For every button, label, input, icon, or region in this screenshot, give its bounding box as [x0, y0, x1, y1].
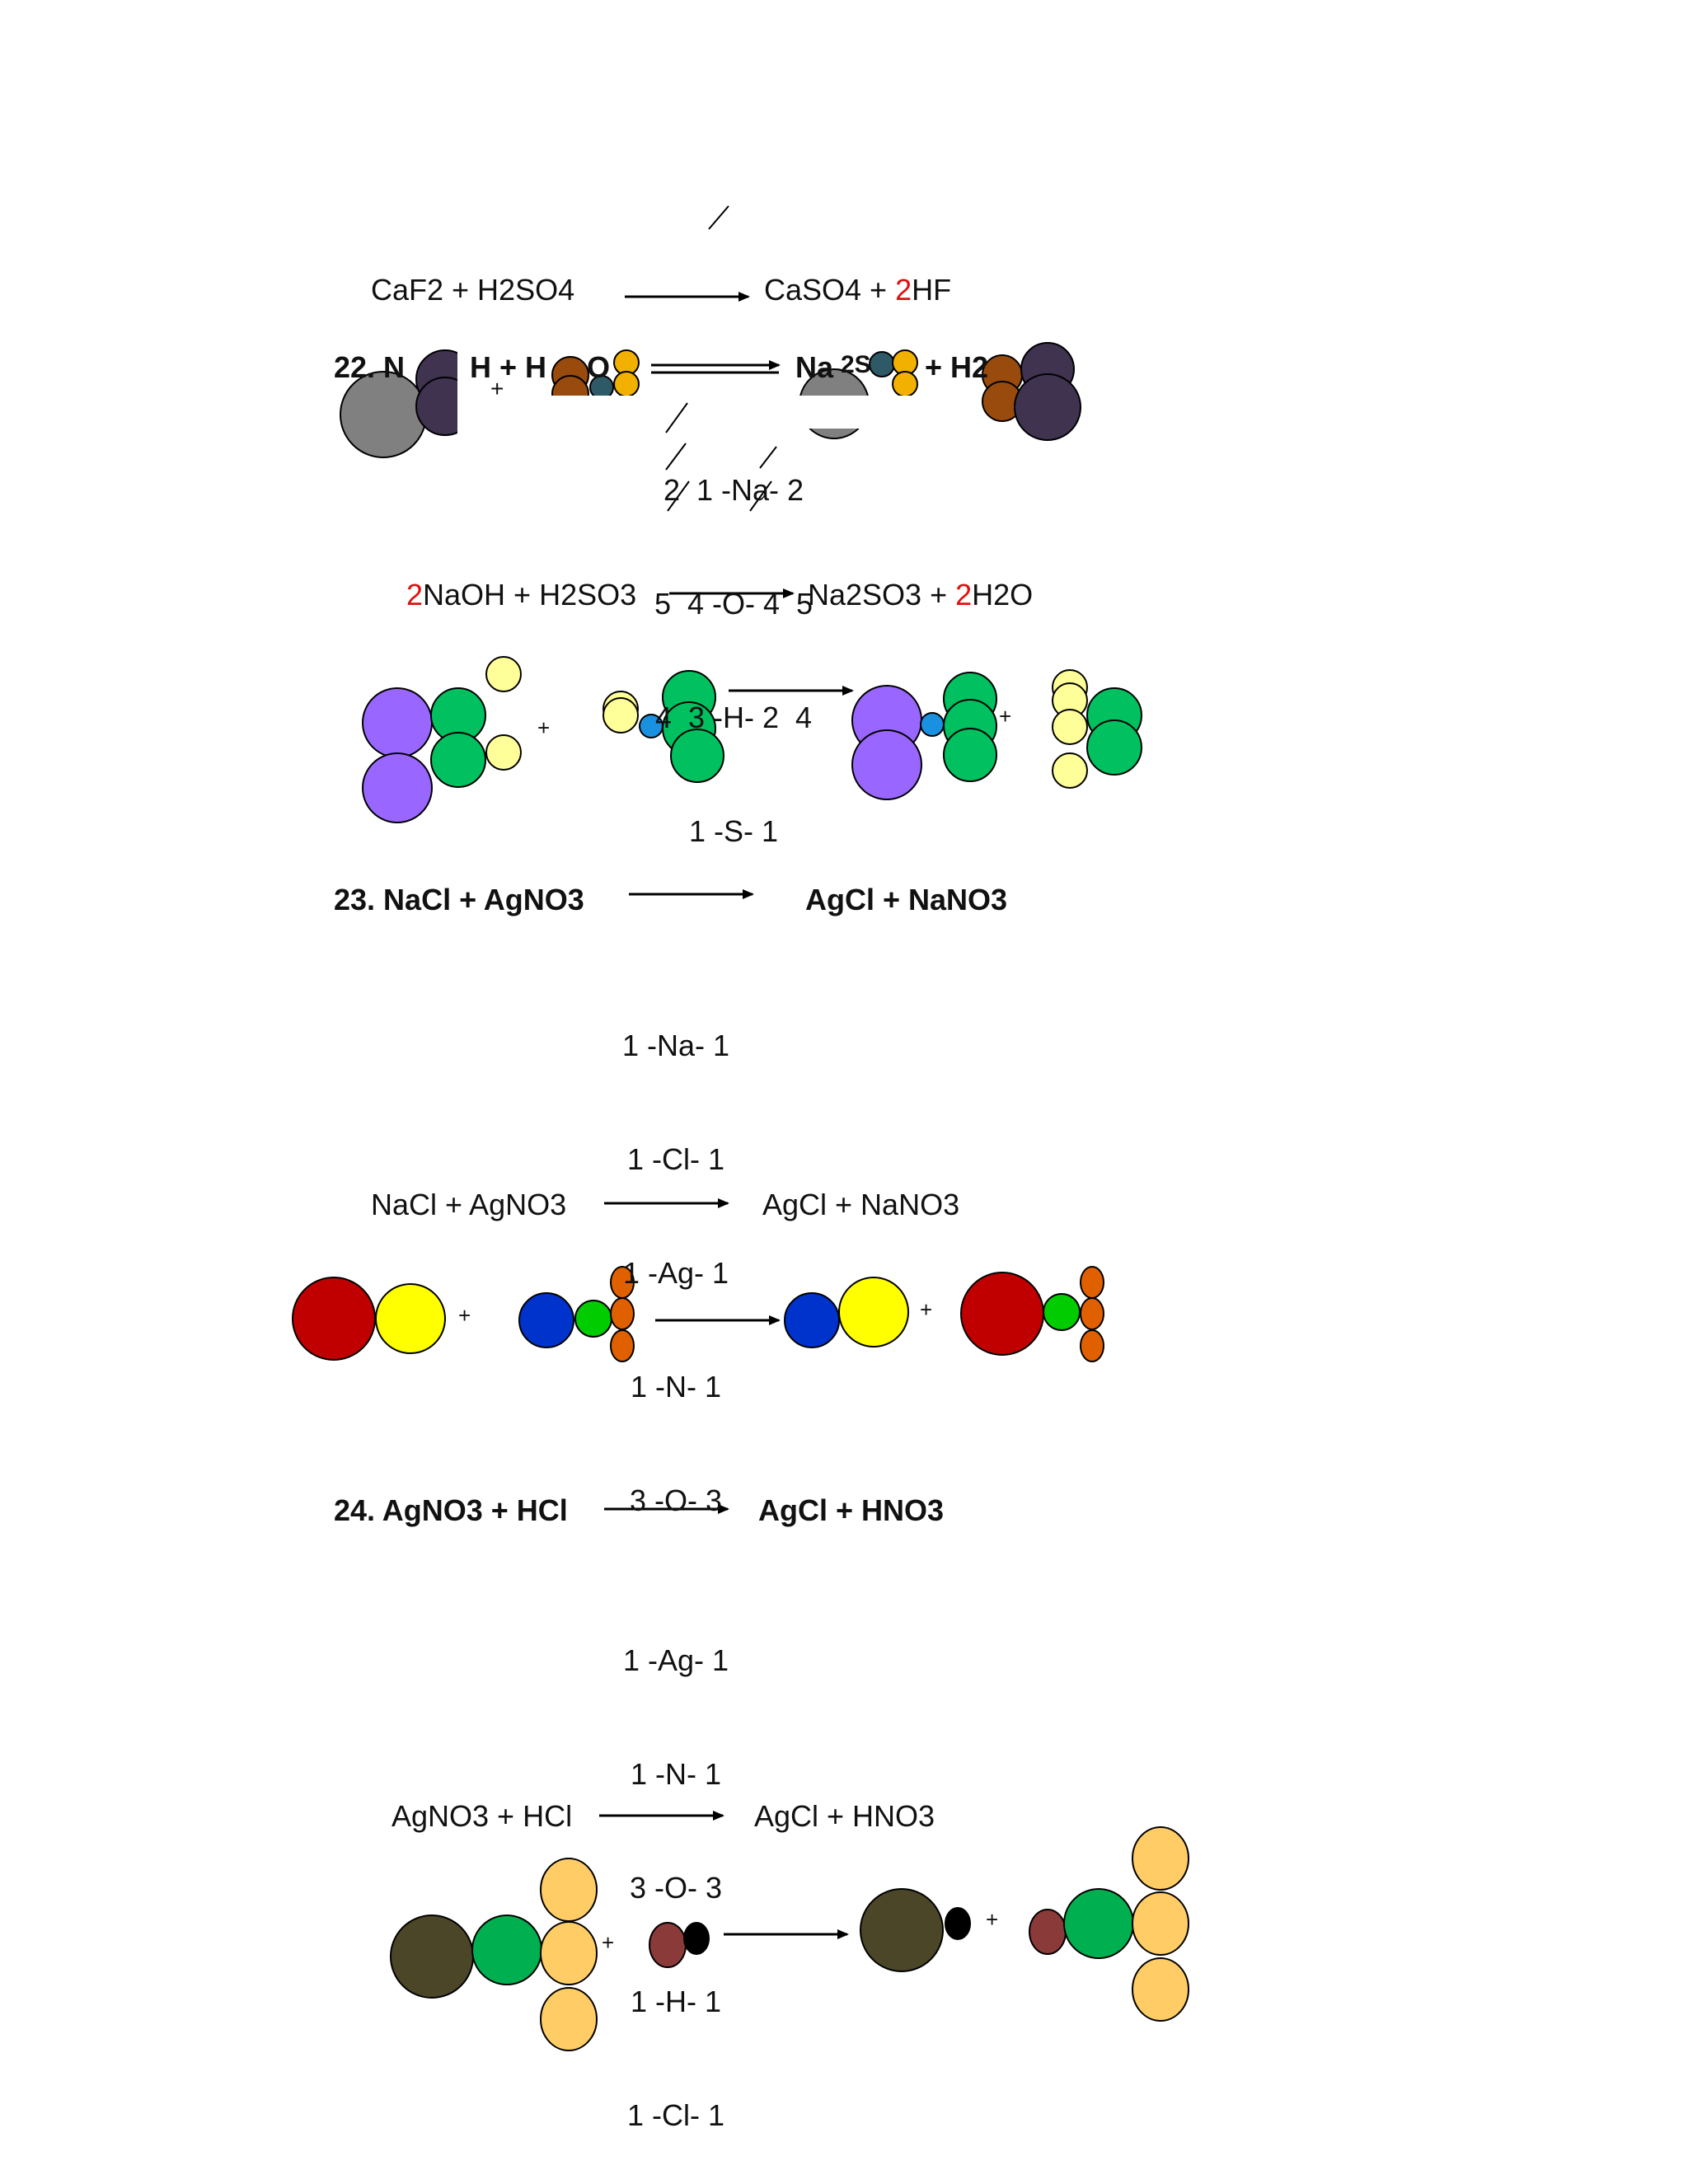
stray-slash-mark: [708, 205, 729, 230]
caf2-product-text: CaSO4 +: [764, 273, 896, 307]
problem23-heading-left: 23. NaCl + AgNO3: [334, 883, 584, 916]
problem24-heading-right: AgCl + HNO3: [758, 1493, 945, 1527]
products-water: H2O: [972, 578, 1034, 612]
tally-row: 3 -O- 3: [629, 1483, 723, 1517]
tally-row: 4 3 -H- 2 4: [654, 701, 813, 734]
tally-row: 1 -Ag- 1: [622, 1256, 729, 1290]
caf2-product-hf: HF: [912, 273, 952, 307]
plus-sign: +: [602, 1930, 615, 1955]
plus-sign: +: [986, 1907, 999, 1932]
tally-row: 1 -Cl- 1: [626, 1142, 725, 1176]
products-text: Na2SO3 +: [808, 578, 956, 612]
problem22-balanced-left: 2NaOH + H2SO3: [406, 580, 636, 610]
h2o-model: [1052, 669, 1142, 789]
hcl-model: [649, 1922, 710, 1968]
plus-sign: +: [920, 1297, 933, 1322]
problem22-heading-na: Na: [795, 350, 834, 384]
problem22-heading-o: O: [587, 350, 611, 384]
problem24-balanced-left: AgNO3 + HCl: [392, 1799, 573, 1833]
agcl-model-24: [860, 1888, 971, 1972]
plus-sign: +: [490, 376, 504, 401]
tally-row: 1 -S- 1: [688, 814, 779, 848]
na2so3-model: [851, 672, 997, 800]
strike-mark: [759, 446, 777, 469]
problem23-heading-right: AgCl + NaNO3: [805, 883, 1008, 916]
problem22-tally: 2 1 -Na- 2 5 4 -O- 4 5 4 3 -H- 2 4 1 -S-…: [610, 396, 857, 888]
caf2-equation-right: CaSO4 + 2HF: [764, 275, 951, 305]
tally-row: 1 -Cl- 1: [626, 2098, 725, 2132]
plus-sign: +: [999, 704, 1012, 729]
tally-row: 1 -H- 1: [630, 1985, 722, 2018]
strike-mark: [665, 443, 687, 471]
tally-row: 1 -Ag- 1: [622, 1643, 729, 1677]
agno3-model-24: [390, 1858, 598, 2051]
strike-mark: [665, 402, 688, 434]
coefficient-naoh: 2: [406, 578, 424, 612]
nano3-model: [960, 1266, 1104, 1362]
h2o-molecule-overlay: [982, 342, 1081, 441]
tally-row: 2 1 -Na- 2: [663, 473, 804, 507]
strike-mark: [667, 480, 690, 512]
hno3-model: [1029, 1826, 1189, 2022]
tally-row: 1 -N- 1: [630, 1370, 722, 1404]
problem24-tally: 1 -Ag- 1 1 -N- 1 3 -O- 3 1 -H- 1 1 -Cl- …: [577, 1566, 775, 2172]
problem22-heading-mid: H + H: [470, 350, 547, 384]
plus-sign: +: [458, 1303, 471, 1328]
reactants-text: NaOH + H2SO3: [423, 578, 637, 612]
problem23-balanced-right: AgCl + NaNO3: [762, 1188, 960, 1221]
strike-mark: [749, 480, 772, 512]
problem24-balanced-right: AgCl + HNO3: [754, 1799, 935, 1833]
problem23-tally: 1 -Na- 1 1 -Cl- 1 1 -Ag- 1 1 -N- 1 3 -O-…: [577, 951, 775, 1558]
h2so3-model: [603, 670, 724, 783]
problem23-balanced-left: NaCl + AgNO3: [371, 1188, 567, 1221]
naoh-model-1: [362, 656, 522, 823]
tally-row: 1 -N- 1: [630, 1757, 722, 1791]
nacl-model: [292, 1277, 446, 1361]
problem22-heading-s: 2S: [841, 351, 871, 378]
tally-row: 5 4 -O- 4 5: [654, 587, 814, 621]
tally-row: 1 -Na- 1: [621, 1029, 730, 1062]
plus-sign: +: [537, 715, 551, 740]
tally-row: 3 -O- 3: [629, 1871, 723, 1905]
coefficient-h2o: 2: [955, 578, 973, 612]
problem22-heading-h2: + H2: [925, 350, 989, 384]
problem22-heading-left: 22. N: [334, 350, 406, 384]
agno3-model: [518, 1266, 635, 1362]
caf2-equation-left: CaF2 + H2SO4: [371, 273, 575, 307]
agcl-model: [784, 1277, 909, 1348]
problem22-balanced-right: Na2SO3 + 2H2O: [808, 580, 1033, 610]
problem24-heading-left: 24. AgNO3 + HCl: [334, 1493, 568, 1527]
caf2-coefficient: 2: [895, 273, 912, 307]
